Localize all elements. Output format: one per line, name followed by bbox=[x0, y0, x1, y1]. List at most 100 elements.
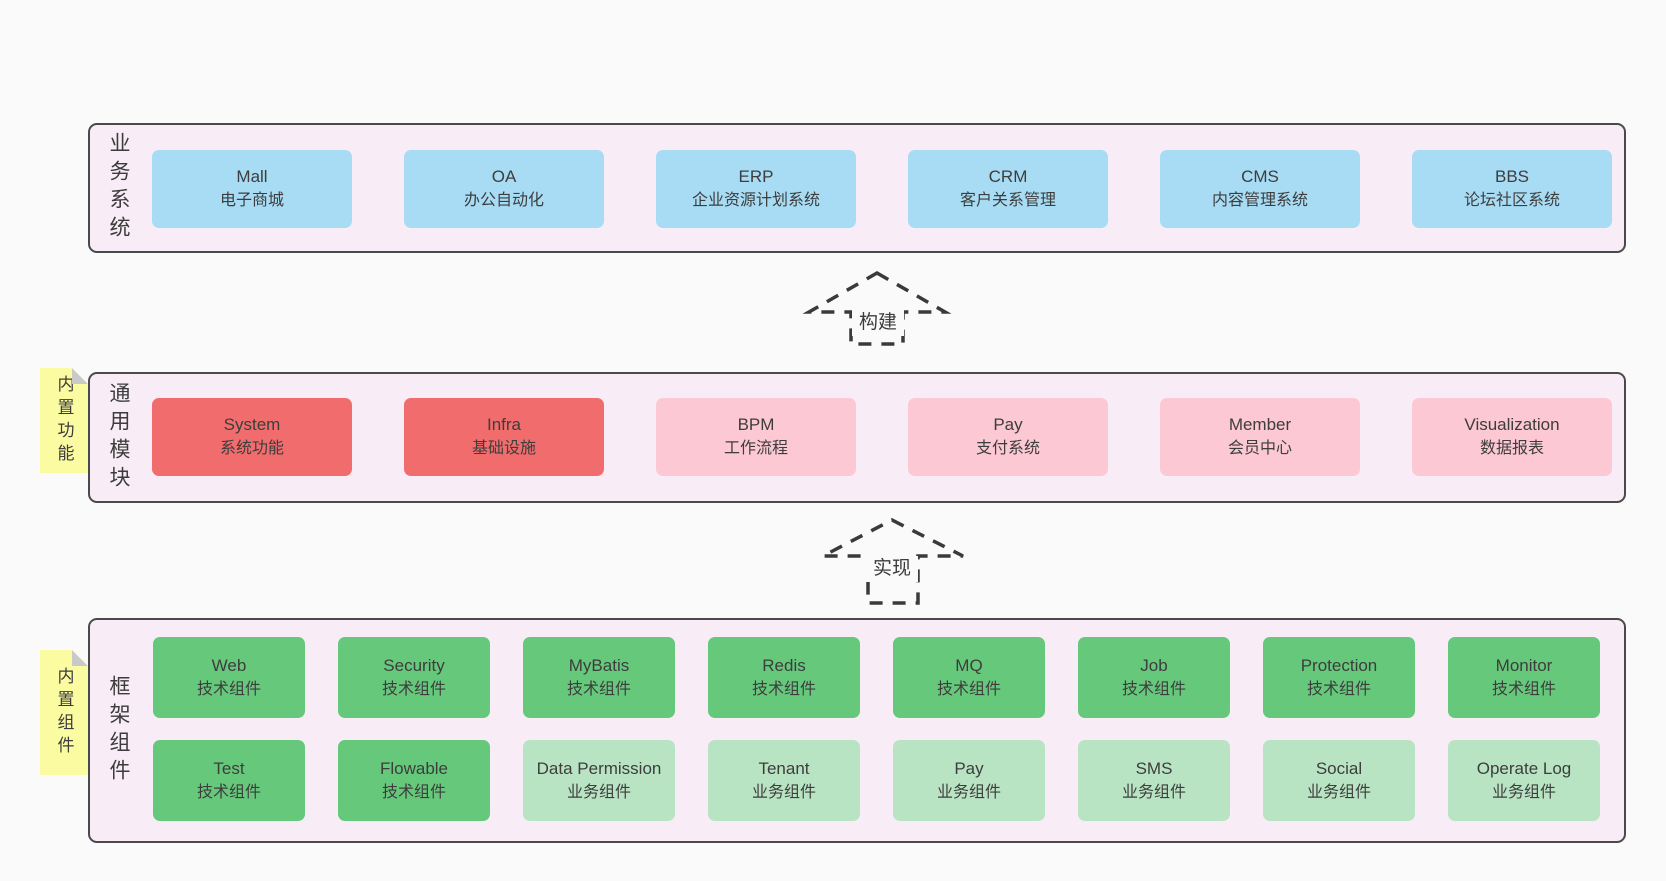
module-name: Flowable bbox=[379, 758, 449, 778]
module-box-visualization: Visualization 数据报表 bbox=[1412, 398, 1612, 476]
module-desc: 基础设施 bbox=[471, 440, 536, 458]
note-text: 内置功能 bbox=[54, 374, 74, 467]
module-name: Job bbox=[1140, 655, 1168, 675]
module-desc: 内容管理系统 bbox=[1211, 192, 1308, 210]
module-name: Protection bbox=[1300, 655, 1378, 675]
sticky-note-built-in-components: 内置组件 bbox=[40, 650, 88, 775]
module-desc: 技术组件 bbox=[196, 783, 261, 801]
module-box-oa: OA 办公自动化 bbox=[404, 150, 604, 228]
module-name: CMS bbox=[1241, 167, 1279, 187]
band-common-modules: 通用模块 System 系统功能 Infra 基础设施 BPM 工作流程 Pay 支付系统 Me… bbox=[88, 372, 1626, 503]
folded-corner-icon bbox=[72, 368, 88, 384]
module-box-monitor: Monitor 技术组件 bbox=[1448, 637, 1600, 718]
module-desc: 技术组件 bbox=[1306, 680, 1371, 698]
module-box-infra: Infra 基础设施 bbox=[404, 398, 604, 476]
module-desc: 技术组件 bbox=[381, 680, 446, 698]
band-label-common-modules: 通用模块 bbox=[107, 381, 130, 494]
module-name: CRM bbox=[988, 167, 1028, 187]
module-box-web: Web 技术组件 bbox=[153, 637, 305, 718]
module-name: Pay bbox=[993, 415, 1023, 435]
module-name: Redis bbox=[762, 655, 806, 675]
module-box-pay: Pay 业务组件 bbox=[893, 740, 1045, 821]
module-name: System bbox=[223, 415, 281, 435]
module-name: Monitor bbox=[1495, 655, 1553, 675]
module-box-system: System 系统功能 bbox=[152, 398, 352, 476]
module-name: MyBatis bbox=[568, 655, 630, 675]
module-box-redis: Redis 技术组件 bbox=[708, 637, 860, 718]
module-box-bpm: BPM 工作流程 bbox=[656, 398, 856, 476]
module-desc: 客户关系管理 bbox=[959, 192, 1056, 210]
common-modules-row: System 系统功能 Infra 基础设施 BPM 工作流程 Pay 支付系统 Member 会… bbox=[152, 398, 1612, 476]
module-desc: 会员中心 bbox=[1227, 440, 1292, 458]
module-desc: 业务组件 bbox=[751, 783, 816, 801]
module-desc: 系统功能 bbox=[219, 440, 284, 458]
module-desc: 论坛社区系统 bbox=[1463, 192, 1560, 210]
band-label-framework-components: 框架组件 bbox=[107, 674, 130, 787]
dashed-up-arrow-icon bbox=[822, 518, 964, 605]
module-box-data-permission: Data Permission 业务组件 bbox=[523, 740, 675, 821]
arrow-up-implement: 实现 bbox=[815, 510, 970, 608]
arrow-label-implement: 实现 bbox=[866, 556, 918, 582]
module-desc: 业务组件 bbox=[1491, 783, 1556, 801]
module-desc: 技术组件 bbox=[1491, 680, 1556, 698]
module-name: Social bbox=[1315, 758, 1363, 778]
module-box-bbs: BBS 论坛社区系统 bbox=[1412, 150, 1612, 228]
module-box-flowable: Flowable 技术组件 bbox=[338, 740, 490, 821]
module-desc: 业务组件 bbox=[1306, 783, 1371, 801]
module-name: Web bbox=[211, 655, 247, 675]
band-label-business-systems: 业务系统 bbox=[107, 132, 130, 244]
module-desc: 业务组件 bbox=[1121, 783, 1186, 801]
module-desc: 技术组件 bbox=[566, 680, 631, 698]
module-box-mybatis: MyBatis 技术组件 bbox=[523, 637, 675, 718]
module-desc: 技术组件 bbox=[381, 783, 446, 801]
module-desc: 工作流程 bbox=[723, 440, 788, 458]
module-name: Member bbox=[1228, 415, 1292, 435]
module-desc: 数据报表 bbox=[1479, 440, 1544, 458]
module-box-crm: CRM 客户关系管理 bbox=[908, 150, 1108, 228]
module-box-job: Job 技术组件 bbox=[1078, 637, 1230, 718]
module-box-pay: Pay 支付系统 bbox=[908, 398, 1108, 476]
module-box-member: Member 会员中心 bbox=[1160, 398, 1360, 476]
module-desc: 技术组件 bbox=[1121, 680, 1186, 698]
sticky-note-built-in-features: 内置功能 bbox=[40, 368, 88, 473]
module-box-security: Security 技术组件 bbox=[338, 637, 490, 718]
folded-corner-icon bbox=[72, 650, 88, 666]
module-name: Pay bbox=[954, 758, 984, 778]
module-box-protection: Protection 技术组件 bbox=[1263, 637, 1415, 718]
module-desc: 支付系统 bbox=[975, 440, 1040, 458]
module-name: Tenant bbox=[758, 758, 810, 778]
module-desc: 办公自动化 bbox=[463, 192, 544, 210]
module-box-tenant: Tenant 业务组件 bbox=[708, 740, 860, 821]
module-desc: 企业资源计划系统 bbox=[691, 192, 820, 210]
module-name: Data Permission bbox=[536, 758, 662, 778]
module-name: MQ bbox=[955, 655, 983, 675]
module-name: Test bbox=[213, 758, 245, 778]
module-box-operate-log: Operate Log 业务组件 bbox=[1448, 740, 1600, 821]
module-name: Infra bbox=[486, 415, 522, 435]
module-name: Visualization bbox=[1464, 415, 1560, 435]
module-desc: 技术组件 bbox=[196, 680, 261, 698]
module-name: Mall bbox=[236, 167, 268, 187]
module-box-cms: CMS 内容管理系统 bbox=[1160, 150, 1360, 228]
module-name: Operate Log bbox=[1476, 758, 1572, 778]
dashed-up-arrow-icon bbox=[802, 270, 952, 346]
module-name: OA bbox=[491, 167, 517, 187]
module-name: Security bbox=[383, 655, 445, 675]
module-desc: 业务组件 bbox=[936, 783, 1001, 801]
module-desc: 技术组件 bbox=[751, 680, 816, 698]
module-name: BBS bbox=[1494, 167, 1530, 187]
arrow-label-build: 构建 bbox=[852, 310, 904, 336]
note-text: 内置组件 bbox=[54, 666, 74, 759]
module-box-social: Social 业务组件 bbox=[1263, 740, 1415, 821]
module-name: BPM bbox=[737, 415, 775, 435]
module-box-test: Test 技术组件 bbox=[153, 740, 305, 821]
module-desc: 业务组件 bbox=[566, 783, 631, 801]
arrow-up-build: 构建 bbox=[800, 265, 955, 350]
